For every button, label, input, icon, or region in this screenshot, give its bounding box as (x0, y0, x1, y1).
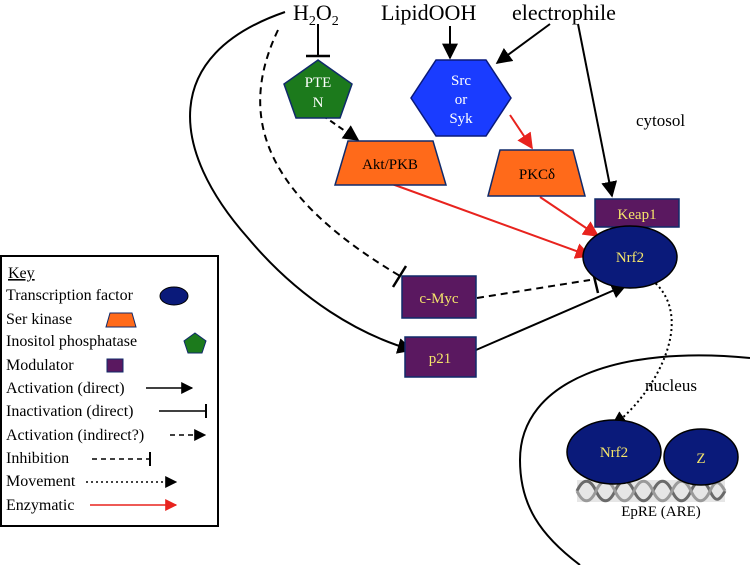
key-item-activation-direct: Activation (direct) (6, 380, 125, 397)
pkc-delta-node: PKCδ (487, 149, 586, 197)
key-item-modulator: Modulator (6, 357, 74, 374)
lipidooh-label: LipidOOH (381, 0, 476, 25)
key-item-transcription-factor: Transcription factor (6, 287, 134, 304)
svg-text:p21: p21 (429, 351, 452, 367)
svg-text:Z: Z (696, 451, 705, 467)
key-item-inactivation-direct: Inactivation (direct) (6, 403, 134, 420)
nucleus-label: nucleus (645, 376, 697, 395)
key-item-ser-kinase: Ser kinase (6, 311, 72, 328)
src-syk-node: Src or Syk (410, 59, 512, 137)
cytosol-label: cytosol (636, 111, 685, 130)
edge-h2o2-cmyc-dashed (259, 29, 401, 277)
epre-are-label: EpRE (ARE) (621, 504, 701, 520)
key-modulator-icon (106, 358, 124, 373)
svg-text:H2O2: H2O2 (293, 0, 339, 29)
edge-akt-nrf2 (391, 183, 592, 259)
svg-text:c-Myc: c-Myc (419, 291, 458, 307)
electrophile-label: electrophile (512, 0, 616, 25)
edge-electrophile-src (495, 23, 551, 64)
nrf2-nucleus-node: Nrf2 (566, 419, 662, 485)
svg-text:Nrf2: Nrf2 (600, 445, 628, 461)
edge-p21-nrf2 (475, 283, 628, 351)
edge-h2o2-cmyc-bar (391, 265, 408, 288)
akt-pkb-node: Akt/PKB (333, 140, 448, 186)
edge-pkc-nrf2 (539, 196, 600, 237)
nuclear-membrane-curve (518, 354, 750, 565)
key-transcription-factor-icon (159, 286, 189, 306)
key-item-activation-indirect: Activation (indirect?) (6, 427, 144, 444)
p21-node: p21 (404, 336, 477, 378)
key-inositol-phosphatase-icon (183, 332, 207, 354)
c-myc-node: c-Myc (401, 275, 477, 319)
key-title: Key (8, 265, 35, 282)
svg-text:Akt/PKB: Akt/PKB (362, 157, 418, 173)
edge-src-pkc (509, 114, 533, 150)
svg-text:or: or (455, 92, 468, 108)
cell-membrane-curve (189, 11, 414, 354)
edge-pten-akt (321, 114, 360, 141)
svg-text:PKCδ: PKCδ (519, 167, 555, 183)
z-node: Z (663, 428, 739, 486)
edge-nrf2-nucleus-movement (610, 279, 673, 427)
key-item-inositol-phosphatase: Inositol phosphatase (6, 333, 137, 350)
nrf2-cytosol-node: Nrf2 (582, 225, 678, 289)
key-item-movement: Movement (6, 473, 76, 490)
key-ser-kinase-icon (105, 312, 137, 328)
svg-text:Src: Src (451, 73, 471, 89)
h2o2-label: H2O2 (293, 0, 339, 29)
key-legend: Key Transcription factor Ser kinase Inos… (0, 255, 219, 527)
keap1-node: Keap1 (594, 198, 680, 228)
pten-node: PTE N (283, 59, 353, 119)
svg-text:Syk: Syk (449, 111, 473, 127)
svg-text:Keap1: Keap1 (617, 207, 656, 223)
key-item-inhibition: Inhibition (6, 450, 69, 467)
key-item-enzymatic: Enzymatic (6, 497, 74, 514)
edge-electrophile-keap1 (577, 23, 618, 198)
pten-label-2: N (313, 95, 324, 111)
pten-label-1: PTE (305, 75, 332, 91)
svg-text:Nrf2: Nrf2 (616, 250, 644, 266)
edge-cmyc-nrf2-dashed (476, 279, 591, 299)
